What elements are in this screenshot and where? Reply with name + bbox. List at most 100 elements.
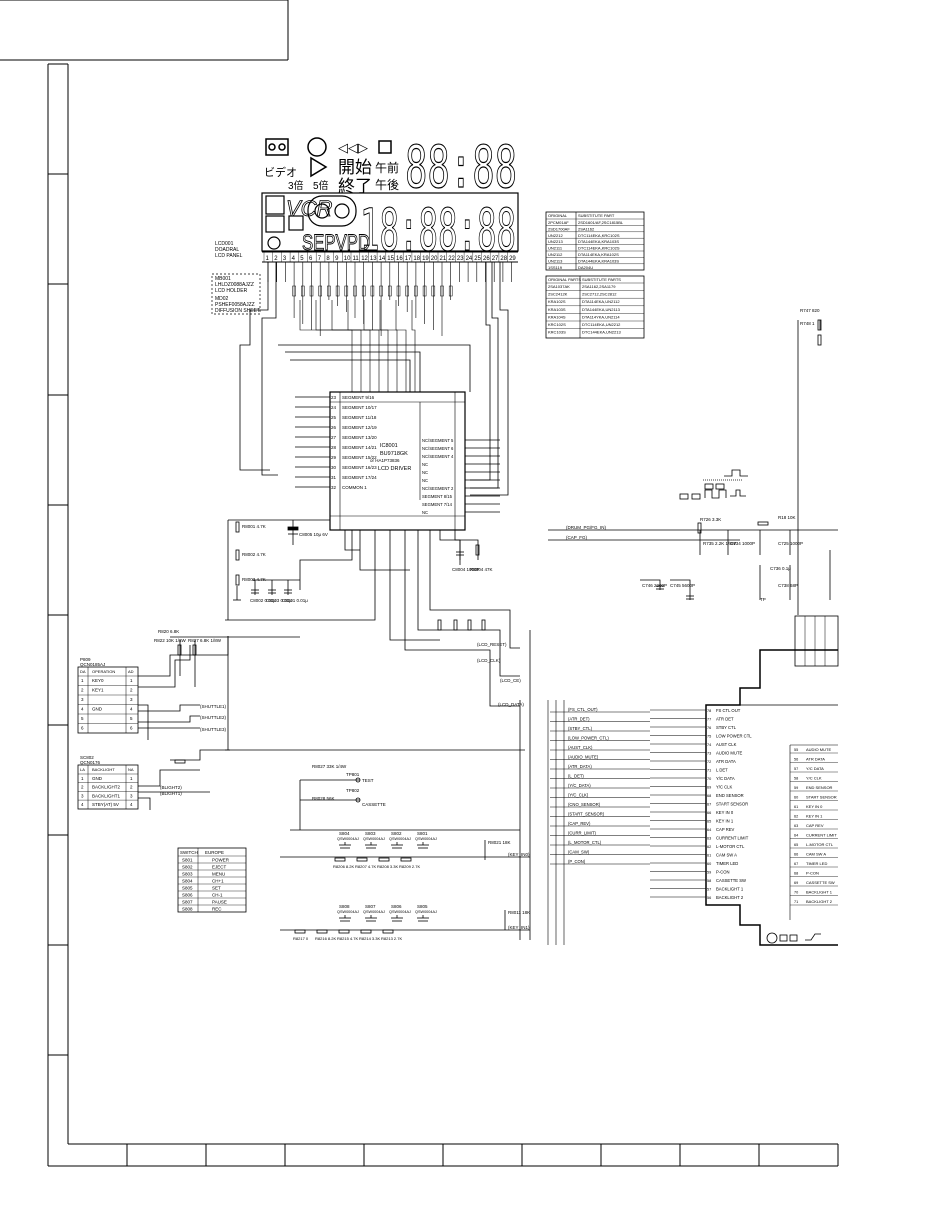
- subst_table_2-cell: DTA114EKA,UN2112: [582, 299, 620, 304]
- micro-signal-label: (ATR_DATA): [568, 764, 592, 769]
- connector_1-pin: 2: [81, 688, 84, 693]
- micro-right-pin-number: 58: [794, 777, 798, 781]
- micro-right-label: BACKLIGHT 2: [806, 899, 833, 904]
- ic-left-pin-label: SEGMENT 16/23: [342, 465, 377, 470]
- lcd-pin-number: 21: [440, 256, 447, 262]
- micro-signal-label: (LOW_POWER_CTL): [568, 736, 609, 741]
- key-resistor: R8208 3.3K: [377, 864, 398, 869]
- r748-label: R748 1: [800, 321, 815, 326]
- net-backlight2: (BLIGHT2): [160, 785, 182, 790]
- key-switch-part: QSW0004AJ: [389, 837, 411, 841]
- key-resistor: R8215 4.7K: [337, 936, 358, 941]
- connector_1-pin: 3: [81, 697, 84, 702]
- micro-pin-label: AUST CLK: [716, 742, 737, 747]
- sheet-ref: MD02: [215, 296, 229, 302]
- cassette-icon: [265, 138, 289, 156]
- switch-ref: S801: [182, 858, 193, 863]
- micro-right-label: KEY IN 1: [806, 814, 823, 819]
- ic-right-pin-label: SEGMENT 7/14: [422, 502, 453, 507]
- subst_table_1-cell: DTA144EKA,KRA103S: [578, 239, 619, 244]
- connector_1-header: AD: [128, 669, 134, 674]
- key-switch-part: QSW0004AJ: [415, 910, 437, 914]
- micro-right-label: CAP REV: [806, 823, 824, 828]
- connector_2-pin: 2: [81, 785, 84, 790]
- c745-label: C745 5600P: [670, 583, 695, 588]
- switch-function: MENU: [212, 872, 225, 877]
- connector_1-pin: 2: [130, 688, 133, 693]
- micro-signal-label: (L_DET): [568, 774, 584, 779]
- c8002-label: C8002 0.01μ: [250, 598, 276, 603]
- switch-ref: S804: [182, 879, 193, 884]
- micro-right-pin-number: 63: [794, 824, 798, 828]
- micro-pin-number: 58: [707, 879, 711, 883]
- lcd-panel-outline: [261, 192, 519, 252]
- dolby-icon: [267, 236, 281, 250]
- micro-right-pin-number: 56: [794, 758, 798, 762]
- switch-ref: S803: [182, 872, 193, 877]
- micro-right-pin-number: 68: [794, 872, 798, 876]
- ic-pin-number: 25: [331, 415, 337, 420]
- micro-pin-number: 74: [707, 743, 711, 747]
- subst_table_1-cell: DA204U: [578, 265, 593, 270]
- connector_1-pin: 6: [130, 726, 133, 731]
- lcd-pin-number: 26: [483, 256, 490, 262]
- micro-pin-label: CAP REV: [716, 827, 735, 832]
- micro-pin-number: 60: [707, 862, 711, 866]
- micro-pin-number: 68: [707, 794, 711, 798]
- micro-signal-label: (FS_CTL_OUT): [568, 707, 598, 712]
- micro-right-label: AUDIO MUTE: [806, 747, 831, 752]
- timer-icon: [378, 140, 392, 154]
- micro-signal-label: (ATR_DET): [568, 717, 590, 722]
- subst_table_2-header: ORIGINAL PARTS: [548, 277, 581, 282]
- ic-pin-number: 23: [331, 395, 337, 400]
- subst_table_2-cell: KRA104S: [548, 314, 566, 319]
- key-switch-ref: S803: [365, 831, 376, 836]
- test-point-labels: R8027 33K 1/4W R8028 56K TP801 TEST TP80…: [312, 764, 386, 807]
- micro-pin-number: 62: [707, 845, 711, 849]
- micro-right-label: BACKLIGHT 1: [806, 890, 833, 895]
- ic-left-pin-label: SEGMENT 17/24: [342, 475, 377, 480]
- micro-right-label: TIMER LED: [806, 861, 827, 866]
- holder-ref: MB001: [215, 276, 231, 282]
- tp-right-label: TP: [760, 597, 766, 602]
- subst_table_2-cell: DTC114EKA,UN2212: [582, 322, 621, 327]
- ic-left-pin-label: SEGMENT 11/18: [342, 415, 377, 420]
- ic-right-pin-label: NC/SEGMENT 4: [422, 454, 454, 459]
- r8002-label: R8002 4.7K: [242, 552, 266, 557]
- micro-right-pin-number: 66: [794, 853, 798, 857]
- ic-part: BU9718GK: [380, 451, 408, 457]
- micro-signal-label: (STBY_CTL): [568, 726, 593, 731]
- micro-pin-number: 75: [707, 735, 711, 739]
- micro-right-pin-number: 65: [794, 843, 798, 847]
- net-lcd-clk: (LCD_CLK): [477, 658, 501, 663]
- connector_2-pin: 4: [130, 802, 133, 807]
- r8027-label: R8027 33K 1/4W: [312, 764, 347, 769]
- ic-left-pin-label: SEGMENT 12/19: [342, 425, 377, 430]
- r827-label: R827 6.8K 1/8W: [188, 638, 222, 643]
- micro-pin-label: CAM SW A: [716, 853, 737, 858]
- lcd-pin-number: 4: [292, 256, 296, 262]
- ic-pin-number: 30: [331, 465, 337, 470]
- micro-pin-number: 78: [707, 709, 711, 713]
- lcd-pin-number: 6: [309, 256, 313, 262]
- sc802-ref: SC802: [80, 755, 94, 760]
- ic-bottom-wires: [225, 530, 520, 707]
- key-resistor: R8209 2.7K: [399, 864, 420, 869]
- net-backlight1: (BLIGHT1): [160, 791, 182, 796]
- connector_1-pin: 5: [81, 716, 84, 721]
- micro-pin-number: 77: [707, 718, 711, 722]
- connector_2-pin: 1: [130, 776, 133, 781]
- key-switch-ref: S801: [417, 831, 428, 836]
- connector_2-header: NA: [128, 767, 134, 772]
- lcd-pin-number: 16: [396, 256, 403, 262]
- micro-right-label: CAM SW A: [806, 852, 826, 857]
- connector_2-signal: GND: [92, 776, 103, 781]
- switch-table-header: EUROPE: [205, 850, 224, 855]
- pm-kanji: 午後: [375, 178, 399, 192]
- subst_table_2-cell: KRA103S: [548, 307, 566, 312]
- micro-pin-label: L DET: [716, 768, 728, 773]
